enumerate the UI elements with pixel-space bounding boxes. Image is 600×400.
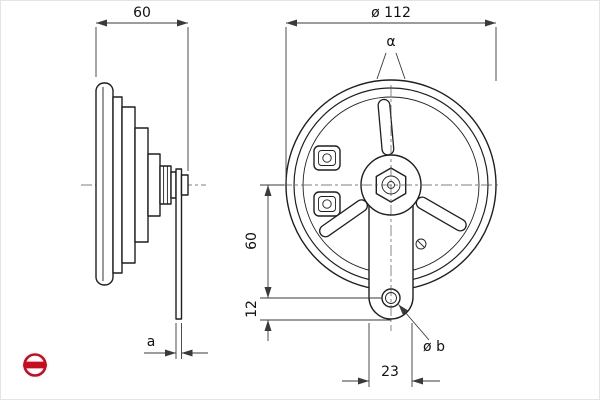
slot-right xyxy=(417,197,466,231)
front-diameter-value: ø 112 xyxy=(371,5,411,21)
flange-profile xyxy=(112,96,123,274)
terminal-lower-socket xyxy=(318,196,336,212)
body-step-1 xyxy=(121,106,136,264)
terminal-lower-pin xyxy=(322,199,332,209)
screw-head xyxy=(415,238,427,250)
hole-offset-value: 12 xyxy=(244,300,260,318)
horn-side-view xyxy=(81,82,206,320)
rear-housing-profile xyxy=(147,153,161,217)
slot-top xyxy=(378,100,394,155)
adjust-screw xyxy=(415,238,427,250)
bracket-length-value: 60 xyxy=(244,232,260,250)
body-step-2 xyxy=(134,127,149,243)
screw-slot xyxy=(417,240,425,248)
side-width-value: 60 xyxy=(133,5,151,21)
angle-legs xyxy=(376,52,406,80)
leader-line xyxy=(398,304,430,341)
dimension-alpha-angle: α xyxy=(376,34,406,80)
terminal-lower xyxy=(313,191,341,217)
sound-slots xyxy=(319,98,467,238)
hole-span-value: 23 xyxy=(381,364,399,380)
dimension-side-width: 60 xyxy=(95,5,189,171)
thickness-a-label: a xyxy=(147,334,156,350)
extension-lines xyxy=(368,323,413,387)
horn-front-view xyxy=(281,79,501,331)
extension-lines xyxy=(95,27,189,171)
extension-lines xyxy=(285,27,497,183)
dimension-bracket-thickness: a xyxy=(144,323,208,359)
extension-lines xyxy=(175,323,182,359)
alpha-label: α xyxy=(386,34,395,50)
nut-facets xyxy=(163,166,168,204)
outer-nut-profile xyxy=(180,174,189,196)
dimension-hole-span: 23 xyxy=(342,323,440,387)
hole-diameter-label: ø b xyxy=(423,339,445,355)
terminal-lower-body xyxy=(313,191,341,217)
dimension-bracket-length: 60 xyxy=(244,184,382,299)
slot-left xyxy=(320,200,367,237)
washer-profile xyxy=(170,171,177,199)
terminal-upper-socket xyxy=(318,150,336,166)
label-hole-diameter: ø b xyxy=(398,304,445,355)
diaphragm-cover-profile xyxy=(95,82,114,286)
inner-nut-profile xyxy=(159,165,172,205)
extension-lines xyxy=(260,184,382,299)
terminal-upper xyxy=(313,145,341,171)
dimension-hole-offset: 12 xyxy=(244,300,391,341)
bosch-logo xyxy=(23,353,47,377)
terminal-upper-body xyxy=(313,145,341,171)
bosch-armature-icon xyxy=(23,361,47,369)
dimension-front-diameter: ø 112 xyxy=(285,5,497,183)
terminal-upper-pin xyxy=(322,153,332,163)
bracket-strip-profile xyxy=(175,168,183,320)
